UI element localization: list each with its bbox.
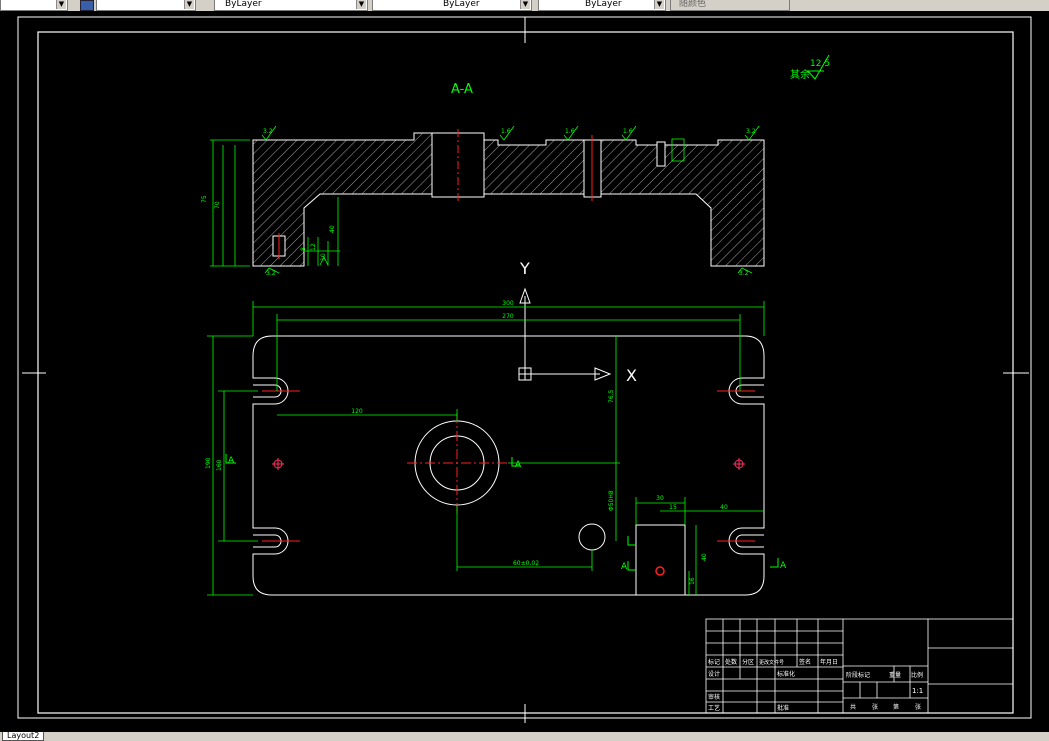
- tb-sheet-label: 共: [850, 703, 856, 711]
- tb-label: 处数: [725, 658, 737, 666]
- tb-label: 标准化: [777, 670, 795, 678]
- roughness-mark: 1.6: [623, 128, 633, 135]
- dim-120: 120: [351, 408, 363, 415]
- tb-sheet-label: 张: [872, 703, 878, 711]
- chevron-down-icon[interactable]: ▼: [356, 0, 366, 9]
- sec-dim-75: 75: [201, 195, 208, 203]
- chevron-down-icon[interactable]: ▼: [56, 0, 66, 9]
- tb-stage-label: 比例: [911, 671, 923, 679]
- tb-label: 年月日: [820, 658, 838, 666]
- color-control-value: ByLayer: [225, 0, 262, 9]
- roughness-mark: 3.2: [739, 270, 749, 277]
- section-marker: A: [228, 456, 235, 466]
- plotstyle-control[interactable]: 随颜色: [670, 0, 790, 11]
- dim-40b: 40: [701, 553, 708, 561]
- roughness-mark: 1.6: [565, 128, 575, 135]
- tb-label: 签名: [799, 658, 811, 666]
- lineweight-control-value: ByLayer: [585, 0, 622, 9]
- sec-dim-8: 8: [300, 247, 307, 251]
- sec-dim-10: 10: [320, 253, 327, 261]
- color-control[interactable]: ByLayer ▼: [214, 0, 368, 11]
- tb-label: 分区: [742, 658, 754, 666]
- section-title: A-A: [451, 82, 473, 97]
- dim-bottom: 60±0.02: [513, 560, 539, 567]
- roughness-mark: 3.2: [266, 270, 276, 277]
- sec-dim-70: 70: [214, 201, 221, 209]
- tb-label: 标记: [708, 658, 720, 666]
- chevron-down-icon[interactable]: ▼: [520, 0, 530, 9]
- roughness-mark: 1.6: [501, 128, 511, 135]
- title-block: [705, 618, 1014, 714]
- lineweight-control[interactable]: ByLayer ▼: [538, 0, 666, 11]
- dim-190: 190: [205, 457, 212, 469]
- tb-stage-label: 阶段标记: [846, 671, 870, 679]
- title-block-text: 标记 处数 分区 更改文件号 签名 年月日 设计 标准化 审核 工艺 批准 阶段…: [708, 658, 923, 712]
- tb-label: 更改文件号: [759, 659, 784, 666]
- dim-hole: Φ50H8: [608, 490, 615, 511]
- layer-manager-icon[interactable]: [80, 0, 94, 11]
- cad-drawing[interactable]: A-A 其余 12.5 75 70: [0, 11, 1049, 732]
- dim-160: 160: [216, 459, 223, 471]
- roughness-mark: 3.2: [746, 128, 756, 135]
- tb-label: 审核: [708, 693, 720, 701]
- layer-combo[interactable]: ▼: [0, 0, 68, 11]
- dim-30: 30: [656, 495, 664, 502]
- dim-15: 15: [669, 504, 677, 511]
- sheet-border: [17, 16, 1032, 723]
- dim-300: 300: [502, 300, 514, 307]
- roughness-default-label: 其余: [790, 68, 810, 81]
- section-marker: A: [780, 561, 787, 571]
- tb-sheet-label: 第: [893, 703, 899, 711]
- dim-270: 270: [502, 313, 514, 320]
- tb-stage-label: 重量: [889, 671, 901, 679]
- roughness-default: 其余 12.5: [790, 54, 830, 81]
- dim-76-5: 76.5: [608, 389, 615, 403]
- layer-state-combo[interactable]: ▼: [96, 0, 196, 11]
- roughness-default-value: 12.5: [810, 59, 830, 69]
- linetype-control-value: ByLayer: [443, 0, 480, 9]
- chevron-down-icon[interactable]: ▼: [184, 0, 194, 9]
- dim-16: 16: [689, 577, 696, 585]
- top-view: 300 270 190 160 120 76.5 Φ50H8 60±0.02 3…: [205, 300, 787, 596]
- ucs-x-label: X: [626, 366, 637, 385]
- section-marker: A: [515, 460, 522, 470]
- ucs-y-label: Y: [519, 259, 530, 278]
- tab-layout2[interactable]: Layout2: [2, 732, 45, 741]
- properties-toolbar: ▼ ▼ ByLayer ▼ ByLayer ▼ ByLayer ▼ 随颜色: [0, 0, 1049, 11]
- tb-label: 工艺: [708, 704, 720, 712]
- sec-dim-40: 40: [329, 225, 336, 233]
- ucs-icon: [518, 287, 612, 381]
- tb-scale: 1:1: [912, 687, 923, 695]
- section-marker: A: [621, 562, 628, 572]
- tb-label: 批准: [777, 704, 789, 712]
- plotstyle-control-value: 随颜色: [679, 0, 707, 9]
- layout-tabbar: Layout2: [0, 732, 1049, 741]
- tb-label: 设计: [708, 670, 720, 678]
- chevron-down-icon[interactable]: ▼: [654, 0, 664, 9]
- drawing-canvas[interactable]: A-A 其余 12.5 75 70: [0, 11, 1049, 732]
- roughness-mark: 3.2: [263, 128, 273, 135]
- tb-sheet-label: 张: [915, 703, 921, 711]
- dim-40: 40: [720, 504, 728, 511]
- section-view: 75 70 40 12 8 10 3.2 1.6 1.6 1.6 3.2 3.2…: [201, 125, 765, 277]
- linetype-control[interactable]: ByLayer ▼: [372, 0, 532, 11]
- sec-dim-12: 12: [310, 243, 317, 251]
